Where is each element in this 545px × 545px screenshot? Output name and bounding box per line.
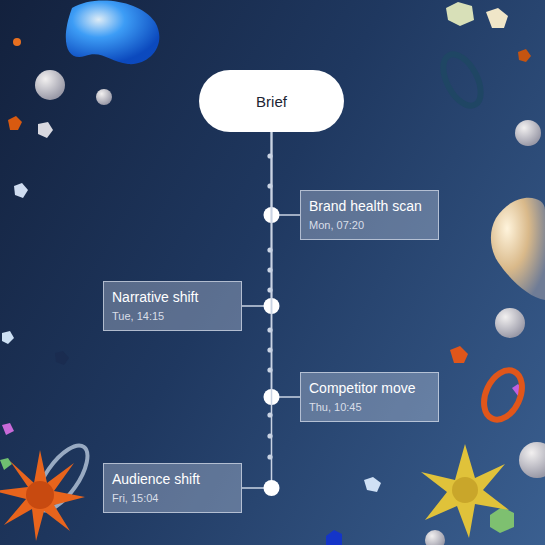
brief-pill: Brief <box>199 70 344 132</box>
event-card: Narrative shiftTue, 14:15 <box>103 281 242 331</box>
node-title: Audience shift <box>112 470 233 488</box>
event-card: Brand health scanMon, 07:20 <box>300 190 439 240</box>
node-title: Brand health scan <box>309 197 430 215</box>
event-card: Audience shiftFri, 15:04 <box>103 463 242 513</box>
node-title: Narrative shift <box>112 288 233 306</box>
node-title: Brief <box>256 93 287 110</box>
timeline-connector <box>242 132 272 488</box>
node-timestamp: Tue, 14:15 <box>112 309 233 324</box>
node-timestamp: Fri, 15:04 <box>112 491 233 506</box>
timeline-connector <box>272 132 301 215</box>
timeline-connector <box>272 132 301 397</box>
node-title: Competitor move <box>309 379 430 397</box>
node-timestamp: Thu, 10:45 <box>309 400 430 415</box>
event-card: Competitor moveThu, 10:45 <box>300 372 439 422</box>
node-timestamp: Mon, 07:20 <box>309 218 430 233</box>
timeline-connector <box>242 132 272 306</box>
timeline-dot <box>264 480 280 496</box>
